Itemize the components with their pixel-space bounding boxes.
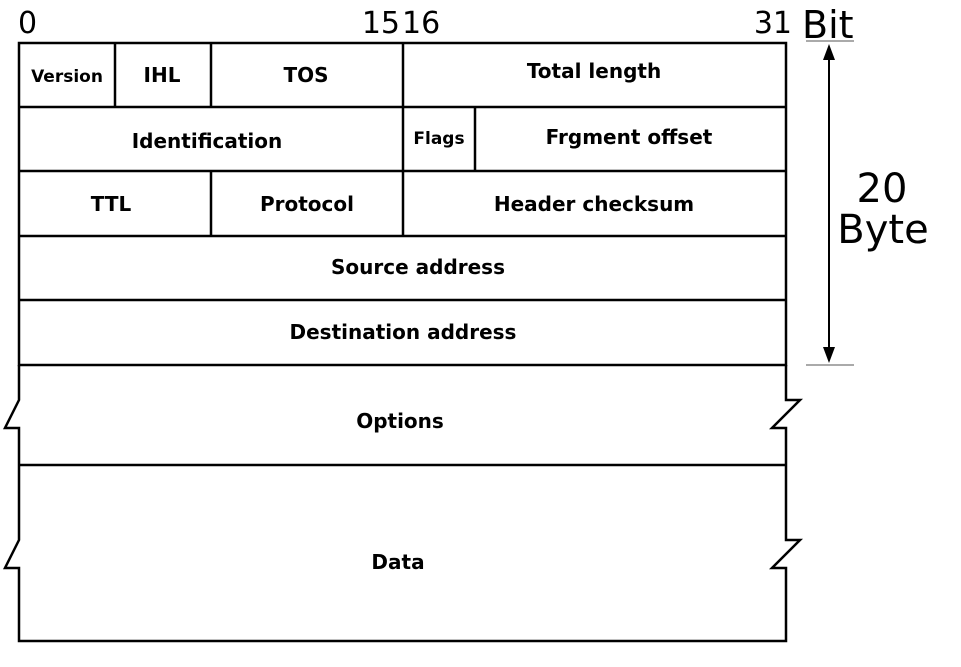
options-data-frame: [2, 365, 804, 643]
bit-marker-31: 31: [754, 6, 792, 41]
field-version: Version: [31, 67, 103, 87]
bit-marker-15: 15: [362, 6, 400, 41]
field-source-address: Source address: [331, 255, 505, 279]
bit-marker-16: 16: [402, 6, 440, 41]
bit-unit-label: Bit: [802, 3, 854, 47]
arrow-up-icon: [823, 44, 835, 60]
field-flags: Flags: [413, 129, 464, 149]
field-ihl: IHL: [144, 63, 181, 87]
field-destination-address: Destination address: [290, 320, 517, 344]
field-identification: Identification: [132, 129, 283, 153]
header-size-value: 20: [857, 166, 908, 212]
field-options: Options: [356, 409, 444, 433]
bit-marker-0: 0: [18, 6, 37, 41]
field-ttl: TTL: [91, 192, 132, 216]
field-tos: TOS: [283, 63, 328, 87]
field-protocol: Protocol: [260, 192, 354, 216]
field-fragment-offset: Frgment offset: [546, 125, 713, 149]
arrow-down-icon: [823, 347, 835, 363]
field-header-checksum: Header checksum: [494, 192, 694, 216]
header-size-unit: Byte: [837, 207, 928, 253]
field-total-length: Total length: [527, 59, 661, 83]
field-data: Data: [371, 550, 424, 574]
